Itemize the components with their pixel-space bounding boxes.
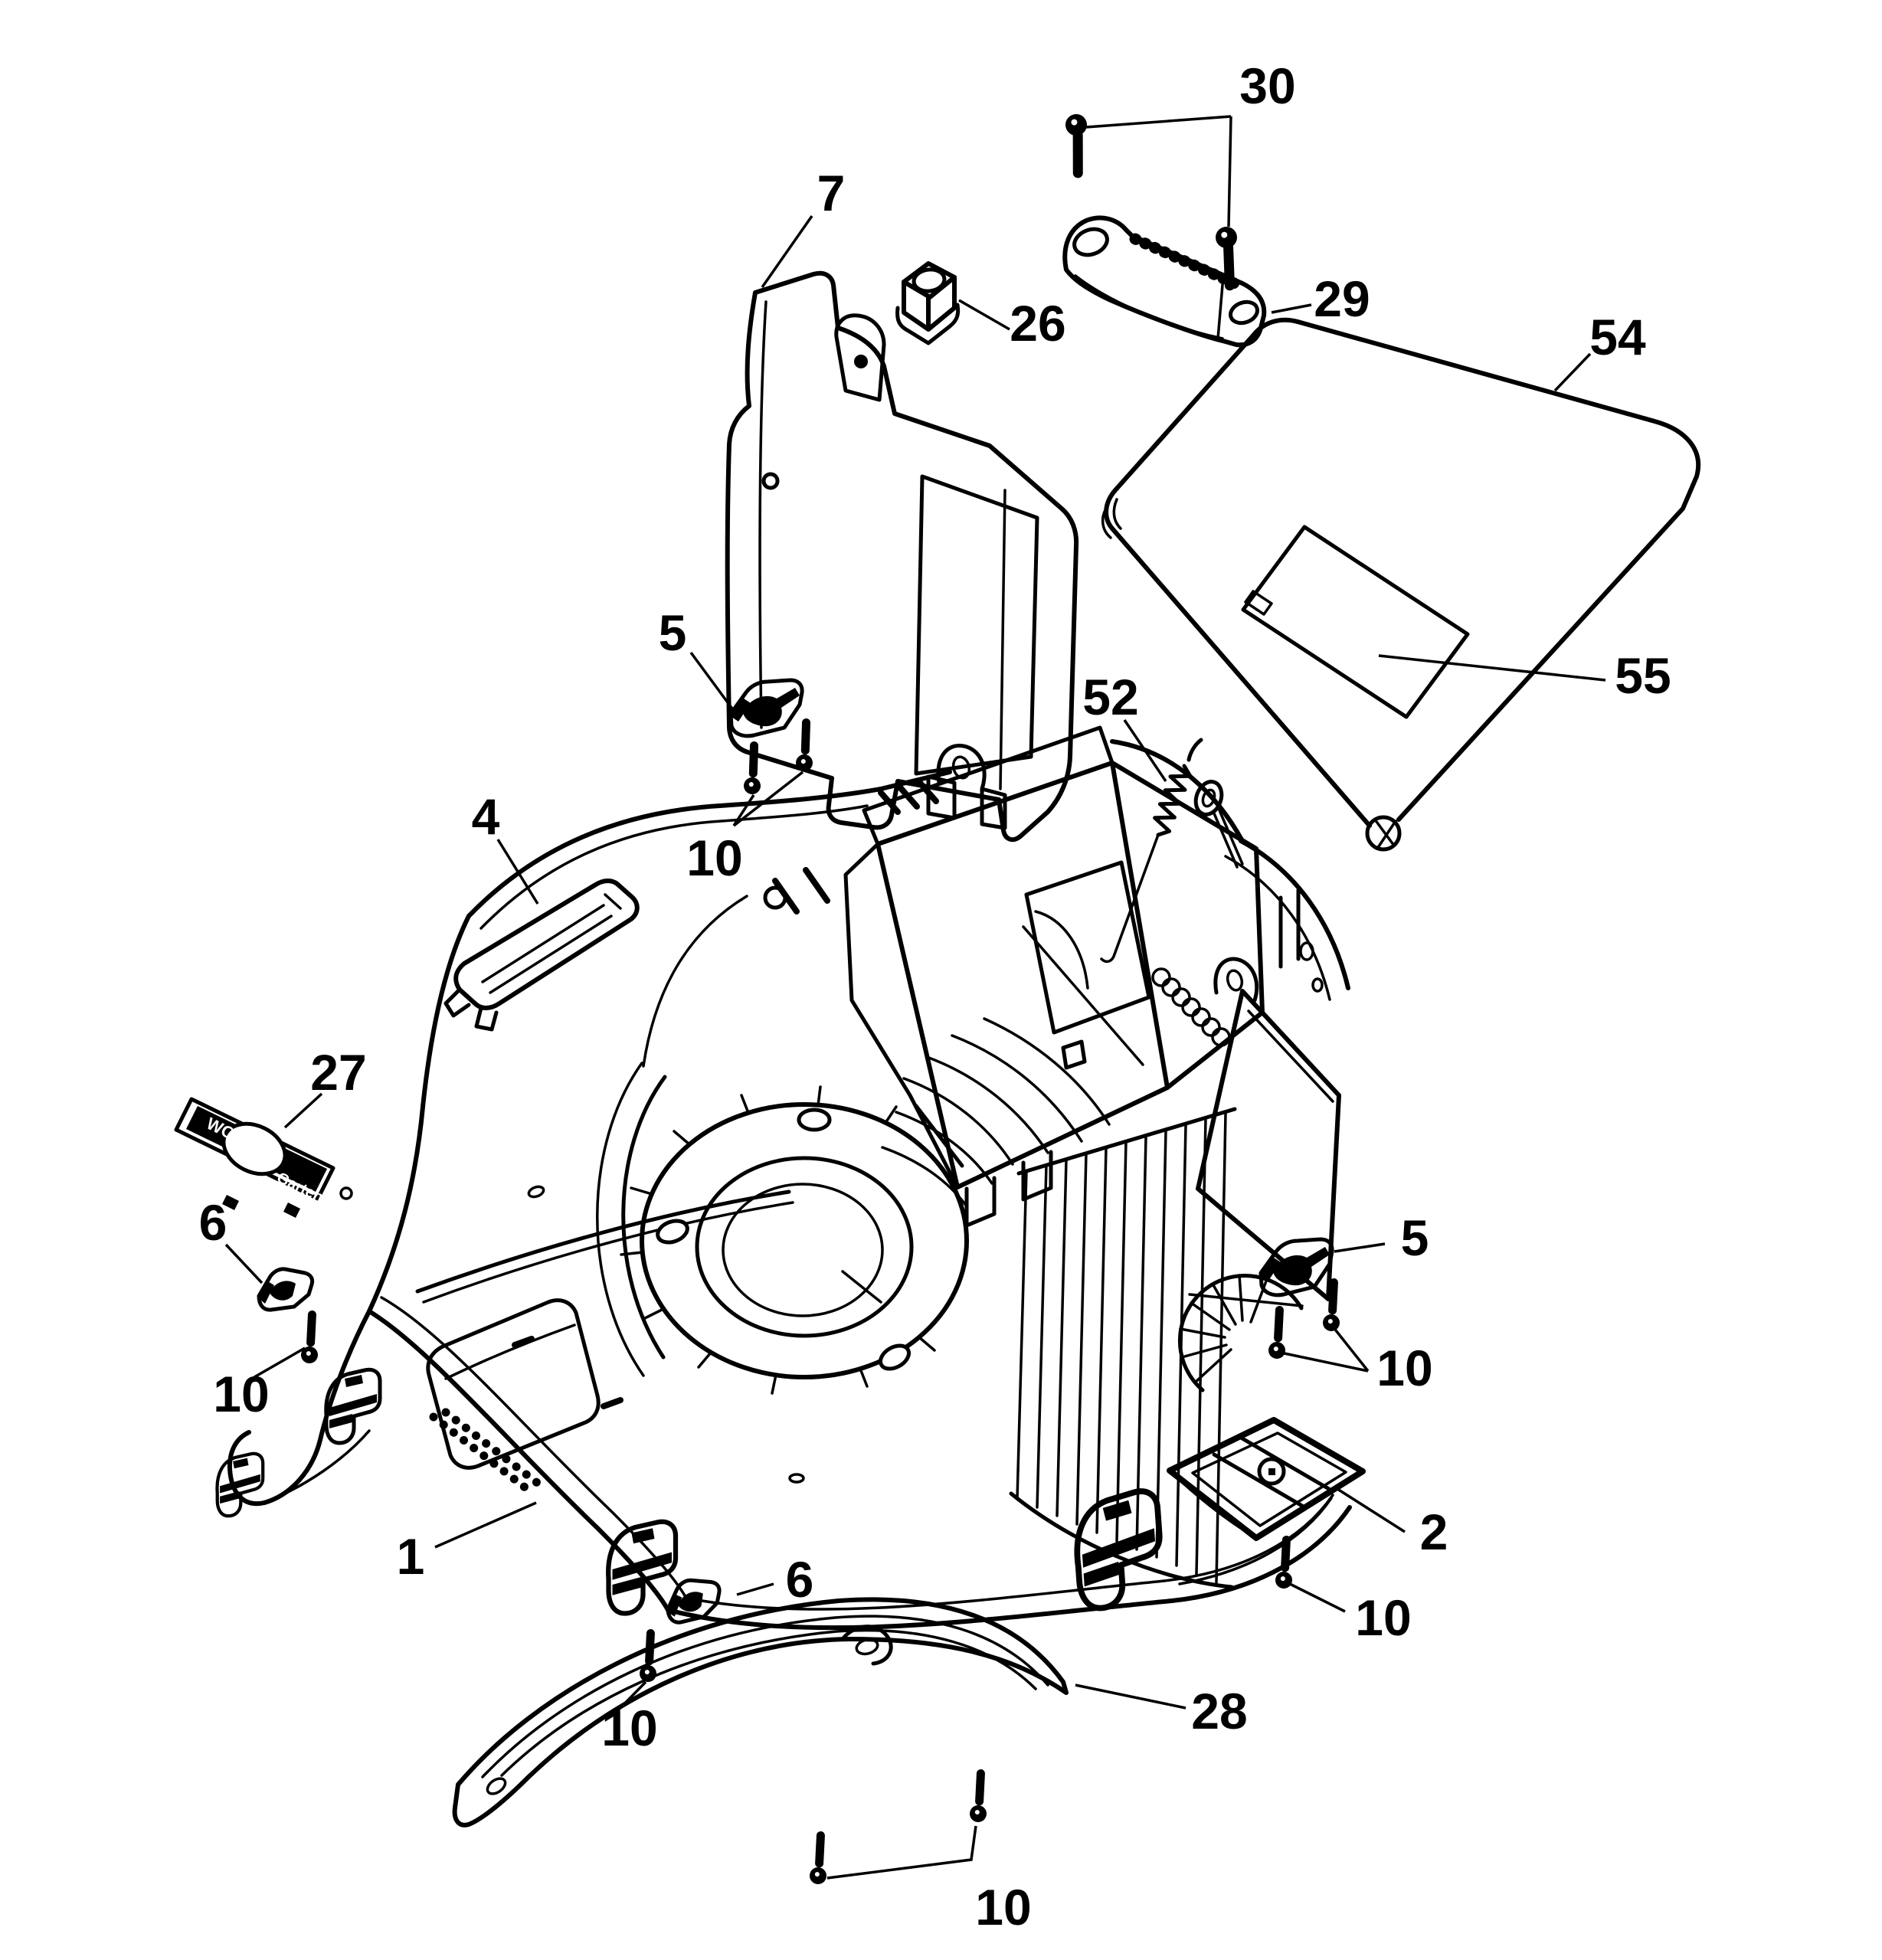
leader-line-6 xyxy=(736,1582,774,1596)
screw-10 xyxy=(807,1835,827,1885)
leader-line-27 xyxy=(283,1092,323,1129)
leader-line-10 xyxy=(826,1825,977,1880)
part-label-1: 1 xyxy=(397,1528,425,1585)
wheel-bracket xyxy=(217,1454,263,1516)
part-label-52: 52 xyxy=(1082,669,1138,725)
leader-line-10 xyxy=(732,771,804,827)
leader-line-30 xyxy=(1085,115,1232,129)
part-1-deck-housing xyxy=(217,725,1352,1631)
screw-10 xyxy=(740,745,761,795)
part-label-30: 30 xyxy=(1239,57,1295,114)
blade-ring xyxy=(620,1085,969,1395)
side-plate xyxy=(1151,967,1341,1301)
leader-line-26 xyxy=(958,299,1010,331)
part-label-10: 10 xyxy=(1355,1589,1411,1646)
part-label-10: 10 xyxy=(601,1700,657,1756)
leader-line-1 xyxy=(434,1501,537,1549)
leader-line-30 xyxy=(1227,116,1232,227)
part-label-6: 6 xyxy=(786,1551,814,1608)
screw-10 xyxy=(298,1314,319,1364)
part-6-clip-upper xyxy=(257,1269,313,1310)
part-27-brand-badge: WOLF Garten xyxy=(174,1097,335,1218)
part-label-10: 10 xyxy=(686,829,742,886)
leader-line-10 xyxy=(1280,1351,1369,1373)
part-label-5: 5 xyxy=(1401,1209,1429,1266)
part-5-clip-left xyxy=(729,680,802,736)
part-label-10: 10 xyxy=(975,1879,1031,1935)
leader-line-2 xyxy=(1337,1487,1406,1533)
part-28-front-bumper xyxy=(452,1597,1069,1827)
bolt-30a xyxy=(1059,113,1088,173)
leader-line-10 xyxy=(1331,1325,1370,1373)
part-label-10: 10 xyxy=(1376,1340,1432,1396)
leader-line-29 xyxy=(1271,303,1312,314)
part-label-2: 2 xyxy=(1420,1504,1448,1560)
leader-line-52 xyxy=(1123,719,1167,782)
vent-dots xyxy=(429,1412,532,1494)
leader-line-10 xyxy=(1289,1582,1346,1613)
screw-10 xyxy=(967,1773,987,1823)
part-label-28: 28 xyxy=(1191,1683,1247,1739)
part-7-switch-bracket xyxy=(725,270,1079,843)
leader-line-55 xyxy=(1378,654,1606,682)
leader-line-10 xyxy=(613,1680,647,1716)
part-label-4: 4 xyxy=(472,788,500,845)
leader-line-54 xyxy=(1553,352,1592,392)
wheel-bracket xyxy=(326,1369,380,1443)
part-label-6: 6 xyxy=(199,1194,227,1251)
part-54-rear-cover xyxy=(1101,317,1701,852)
part-label-54: 54 xyxy=(1589,309,1646,365)
part-label-29: 29 xyxy=(1314,270,1370,327)
part-26-bushing xyxy=(895,261,961,345)
part-label-27: 27 xyxy=(310,1044,366,1101)
vent-dots xyxy=(441,1408,544,1489)
part-2-grate xyxy=(1167,1417,1366,1541)
leader-line-5 xyxy=(1334,1242,1386,1253)
grip-teeth xyxy=(1129,233,1244,291)
leader-line-28 xyxy=(1075,1684,1186,1710)
part-52-spring xyxy=(1100,738,1203,964)
part-label-26: 26 xyxy=(1010,295,1065,352)
leader-line-6 xyxy=(224,1243,263,1284)
leader-line-10 xyxy=(732,794,755,826)
part-label-55: 55 xyxy=(1615,647,1671,704)
part-label-7: 7 xyxy=(817,165,846,221)
leader-line-5 xyxy=(689,651,735,712)
part-4-trim-strip xyxy=(443,879,640,1032)
leader-line-7 xyxy=(761,214,813,289)
motor-mount-box xyxy=(772,725,1265,1228)
part-label-10: 10 xyxy=(213,1366,269,1422)
part-label-5: 5 xyxy=(659,604,687,661)
leader-line-4 xyxy=(496,839,539,905)
leader-line-10 xyxy=(254,1346,306,1379)
wheel-bracket xyxy=(1073,1490,1164,1610)
screw-10 xyxy=(1320,1282,1340,1332)
part-55-label-sticker xyxy=(1241,525,1470,719)
